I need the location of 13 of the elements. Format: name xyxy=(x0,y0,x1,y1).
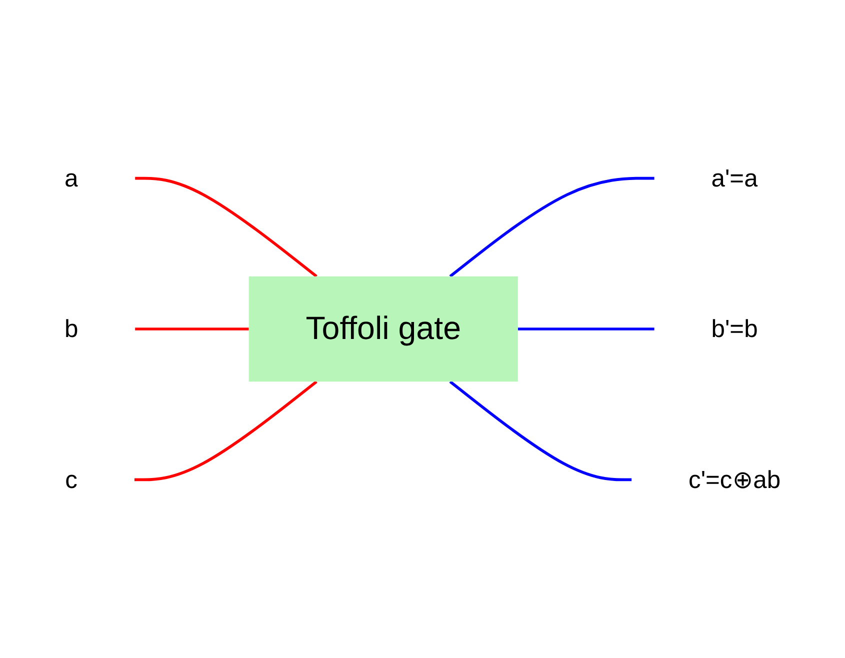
node-text: b'=b xyxy=(711,314,758,343)
node-text: a xyxy=(64,164,78,192)
node-text: c xyxy=(65,465,78,494)
connector xyxy=(449,176,654,278)
connector xyxy=(135,328,249,330)
node-text: c'=c⊕ab xyxy=(688,465,781,494)
connector xyxy=(135,176,318,278)
node-box: Toffoli gate xyxy=(248,276,518,382)
connector xyxy=(134,380,318,482)
connector xyxy=(449,380,632,482)
connector xyxy=(518,328,654,330)
node-text: b xyxy=(64,314,78,343)
node-text: a'=a xyxy=(711,164,758,192)
